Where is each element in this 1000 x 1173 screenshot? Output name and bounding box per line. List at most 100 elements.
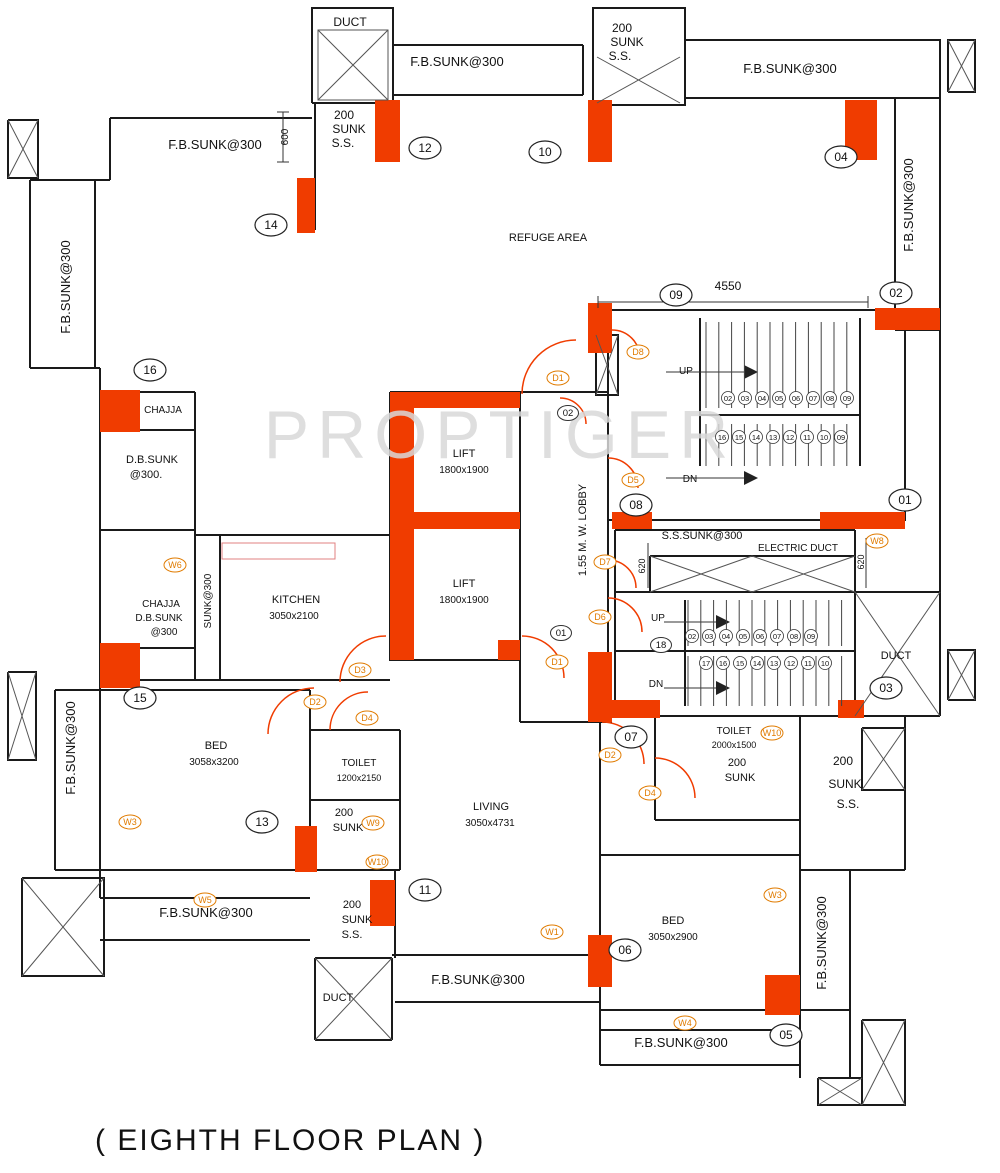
plan-label: 620 (637, 558, 647, 573)
orange-wall (612, 512, 652, 529)
plan-label: LIFT (453, 578, 476, 590)
up-arrowhead (744, 365, 758, 379)
door-window-tag (163, 557, 187, 573)
door-window-tag (598, 747, 622, 763)
step-number-bubble (783, 430, 797, 444)
plan-label: UP (651, 613, 665, 624)
door-window-tag-label: D1 (551, 657, 563, 667)
door-window-tag-label: D7 (599, 557, 611, 567)
dim-600 (277, 111, 289, 163)
door-window-tag-label: D1 (552, 373, 564, 383)
step-number-label: 14 (752, 433, 760, 442)
plan-label: 200 (833, 754, 853, 768)
plan-label: 1.55 M. W. LOBBY (577, 483, 589, 576)
plan-label: DN (649, 679, 663, 690)
number-bubble (824, 145, 858, 169)
step-number-label: 07 (809, 394, 817, 403)
door-swings (267, 329, 696, 799)
dn-arrowhead (744, 471, 758, 485)
plan-label: 1800x1900 (439, 595, 489, 606)
number-bubble (133, 358, 167, 382)
door-window-tag-label: W10 (763, 728, 782, 738)
wall-living (392, 722, 601, 1003)
number-bubble-label: 11 (419, 883, 432, 897)
step-number-bubble (749, 430, 763, 444)
plan-label: 200 (335, 807, 353, 819)
door-window-tag-label: W1 (545, 927, 559, 937)
hatch-box (317, 29, 389, 101)
wall-bed-left (21, 689, 401, 1041)
dn-arrowhead (716, 681, 730, 695)
plan-label: 1200x2150 (337, 773, 382, 783)
door-window-tag-label: D2 (604, 750, 616, 760)
step-number-label: 03 (741, 394, 749, 403)
step-number-label: 14 (753, 659, 761, 668)
step-number-label: 15 (736, 659, 744, 668)
step-number-bubble (702, 629, 716, 643)
step-number-bubble (685, 629, 699, 643)
plan-labels-layer: DUCTF.B.SUNK@300200SUNKS.S.F.B.SUNK@300F… (58, 15, 916, 1050)
number-bubble (769, 1023, 803, 1047)
plan-label: F.B.SUNK@300 (431, 972, 524, 987)
door-arc (267, 687, 315, 735)
door-window-tag (193, 892, 217, 908)
orange-wall (765, 975, 800, 1015)
step-number-label: 05 (739, 632, 747, 641)
step-number-label: 07 (773, 632, 781, 641)
plan-label: CHAJJA (142, 599, 180, 610)
door-window-tag-label: W4 (678, 1018, 692, 1028)
plan-label: SUNK (332, 122, 365, 136)
plan-label: SUNK@300 (203, 573, 214, 628)
plan-label: D.B.SUNK (126, 454, 179, 466)
up-arrowhead (716, 615, 730, 629)
number-bubble (619, 493, 653, 517)
door-window-tag (303, 694, 327, 710)
plan-label: BED (662, 915, 685, 927)
small-bubble-label: 18 (656, 640, 667, 651)
step-number-bubble (766, 430, 780, 444)
door-window-tag (355, 710, 379, 726)
step-number-label: 11 (804, 659, 812, 668)
number-bubble (245, 810, 279, 834)
plan-label: F.B.SUNK@300 (159, 905, 252, 920)
step-number-bubble (755, 391, 769, 405)
watermark: PROPTIGER (264, 397, 737, 473)
orange-wall-segments (100, 100, 940, 1015)
dim-4550 (597, 296, 869, 308)
door-window-tag (621, 472, 645, 488)
step-number-label: 06 (756, 632, 764, 641)
door-window-tag-label: D3 (354, 665, 366, 675)
step-number-bubble (716, 656, 730, 670)
step-number-label: 12 (786, 433, 794, 442)
door-window-tag (865, 533, 889, 549)
step-number-label: 16 (718, 433, 726, 442)
number-bubble-label: 14 (264, 218, 278, 232)
door-window-tag-label: D4 (644, 788, 656, 798)
orange-wall (875, 308, 940, 330)
plan-label: DUCT (333, 15, 367, 29)
step-number-bubble (818, 656, 832, 670)
number-bubble (408, 878, 442, 902)
number-bubble (888, 488, 922, 512)
plan-label: F.B.SUNK@300 (901, 158, 916, 251)
orange-wall (612, 700, 660, 718)
step-number-bubble (733, 656, 747, 670)
orange-wall (838, 700, 864, 718)
step-number-label: 17 (702, 659, 710, 668)
arrow-line (664, 371, 744, 689)
step-number-bubble (772, 391, 786, 405)
wall-bed-bottomright (599, 854, 906, 1106)
orange-wall (498, 640, 520, 660)
door-arc (654, 757, 696, 799)
plan-label: 200 (334, 108, 354, 122)
door-window-tag (365, 854, 389, 870)
plan-label: S.S. (342, 929, 363, 941)
plan-label: F.B.SUNK@300 (168, 137, 261, 152)
step-number-label: 09 (837, 433, 845, 442)
door-arc (329, 691, 369, 731)
step-number-label: 10 (821, 659, 829, 668)
step-number-label: 09 (807, 632, 815, 641)
plan-label: DN (683, 474, 697, 485)
